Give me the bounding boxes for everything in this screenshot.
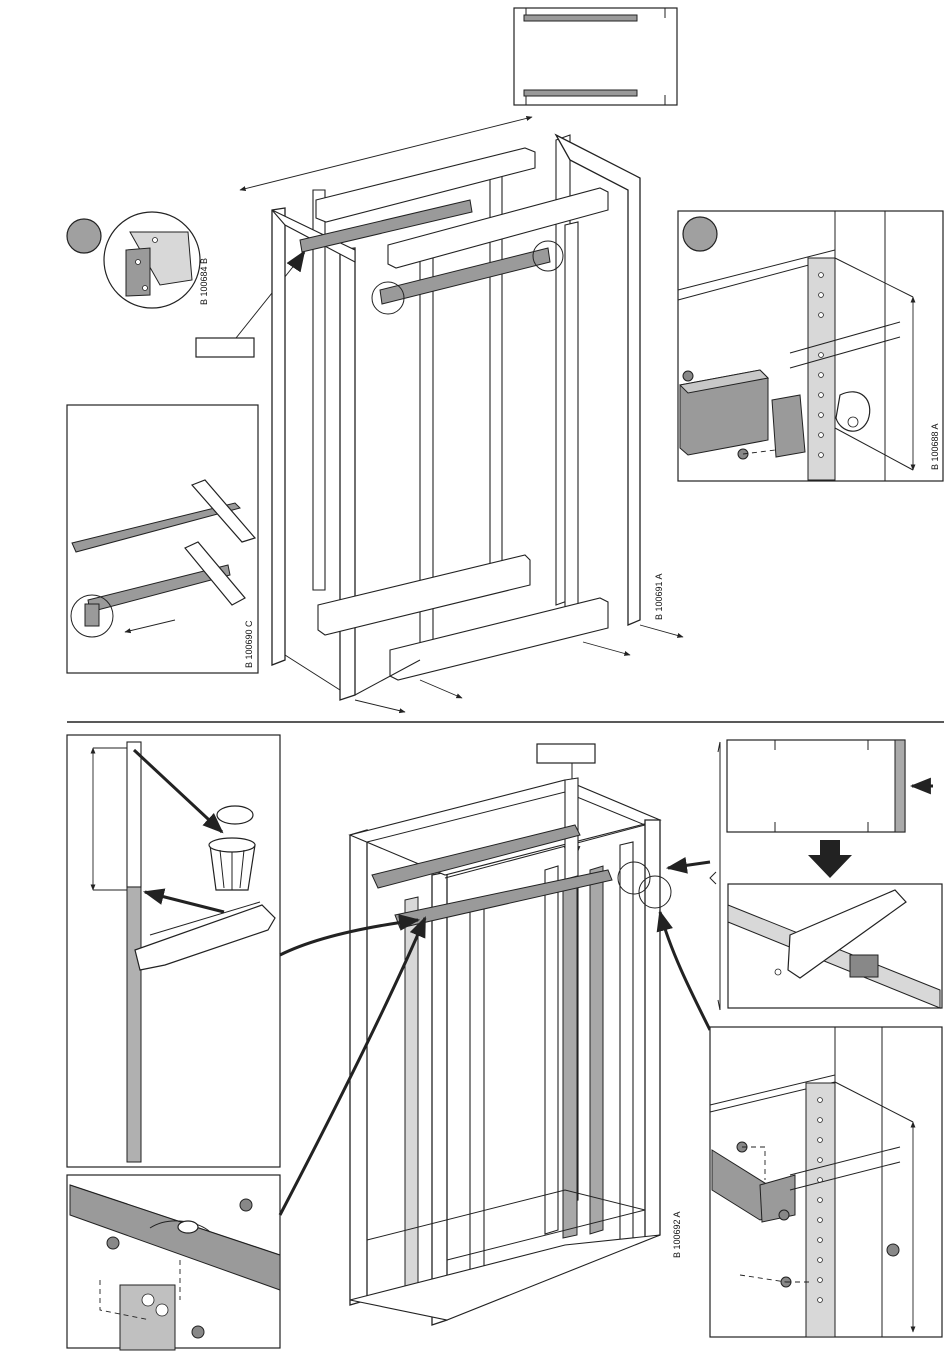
detail-marker [683,217,717,251]
bottom-right-detail [710,1027,942,1337]
top-right-detail [678,211,943,481]
ref-main-bottom: B 100692 A [672,1211,682,1258]
arrow-from-plan [668,862,710,868]
main-frame-bottom [350,778,671,1325]
cut-rail-panel [67,735,280,1167]
ref-left-inset: B 100690 C [244,620,254,668]
arrow-from-right-detail [660,912,710,1030]
detail-marker [67,219,101,253]
left-inset-saw [67,405,258,673]
ref-top-right-detail: B 100688 A [930,423,940,470]
top-plan-view [514,8,677,105]
label-box-left [196,338,254,357]
main-frame-top [240,117,683,712]
bracket-detail-circle [67,212,200,308]
ref-top-left-detail: B 100684 B [199,258,209,305]
label-box-center [537,744,595,763]
bracket-bolt-detail [67,1175,280,1350]
ref-main-top: B 100691 A [654,573,664,620]
saw-cut-detail [728,884,942,1008]
arrow-to-frame-upper [280,920,418,955]
